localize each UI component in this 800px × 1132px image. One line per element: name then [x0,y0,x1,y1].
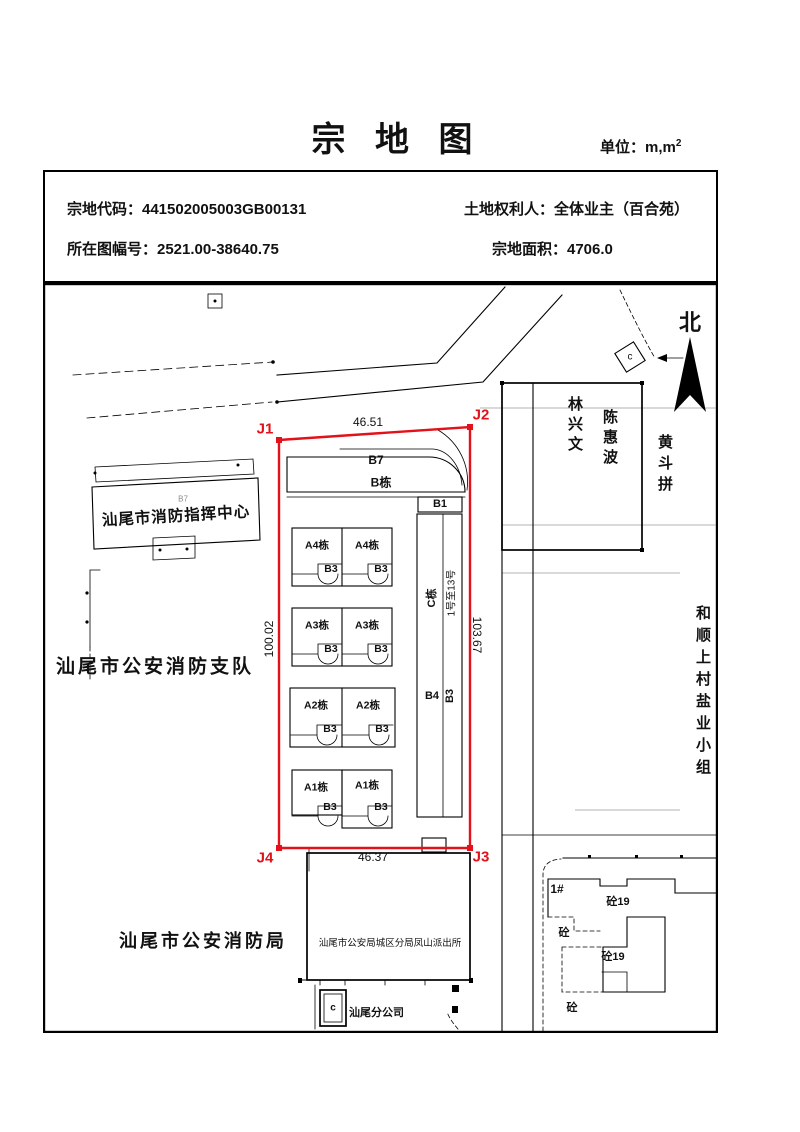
fire-command-building [91,458,261,561]
map-drawing [43,283,718,1033]
label-marker-c-road: c [627,351,633,363]
label-a3-right: A3栋 [355,619,379,632]
label-a2-left-b3: B3 [323,723,337,735]
parcel-area: 宗地面积：4706.0 [492,241,613,258]
label-police-station: 汕尾市公安局城区分局凤山派出所 [318,938,462,949]
parcel-boundary [276,424,473,851]
label-building-1: 1# [550,882,564,896]
point-j1: J1 [256,420,274,438]
police-station-block [306,848,471,981]
building-a2-pair [289,687,396,748]
label-a3-right-b3: B3 [374,643,388,655]
label-chen-hui-bo: 陈惠波 [601,409,618,469]
north-arrow [674,337,706,412]
label-b7: B7 [368,453,384,467]
label-lin-xing-wen: 林兴文 [566,396,583,456]
page-title: 宗 地 图 [311,121,483,159]
label-b4: B4 [424,690,440,702]
label-huang-dou-pin: 黄斗拼 [656,434,673,497]
label-north: 北 [678,310,702,335]
label-a4-right-b3: B3 [374,563,388,575]
label-a1-left-b3: B3 [323,801,337,813]
dim-right: 103.67 [470,616,484,654]
survey-marker-square [207,293,223,309]
building-a1-pair [291,769,393,829]
curved-road-dashed [614,289,684,373]
label-a1-left: A1栋 [304,781,328,794]
point-j2: J2 [472,406,490,424]
label-a3-left-b3: B3 [324,643,338,655]
label-c-range: 1号至13号 [446,569,458,617]
label-tong-b: 砼 [566,1002,578,1014]
label-a1-right: A1栋 [355,779,379,792]
label-fire-bureau: 汕尾市公安消防局 [119,931,287,951]
rights-holder: 土地权利人：全体业主（百合苑） [464,201,690,218]
label-marker-c-branch: c [330,1002,336,1014]
point-j4: J4 [256,849,274,867]
label-tong19-b: 砼19 [601,951,625,963]
branch-office-strip [298,978,473,1030]
label-b1: B1 [432,498,448,510]
label-a1-right-b3: B3 [374,801,388,813]
label-a2-left: A2栋 [304,699,328,712]
label-a2-right: A2栋 [356,699,380,712]
unit-superscript: 2 [675,138,682,149]
label-a3-left: A3栋 [305,619,329,632]
road-lines [72,286,563,419]
label-fire-brigade: 汕尾市公安消防支队 [55,656,255,678]
dim-left: 100.02 [262,620,276,658]
label-tong19-a: 砼19 [606,896,630,908]
label-a4-left-b3: B3 [324,563,338,575]
dim-top: 46.51 [352,415,384,429]
label-fire-command-small: B7 [178,494,188,504]
parcel-info-box: 宗地代码：441502005003GB00131 土地权利人：全体业主（百合苑）… [43,170,718,283]
parcel-code: 宗地代码：441502005003GB00131 [67,201,307,218]
unit-label: 单位：m,m [600,139,676,156]
reference-lines [480,407,716,811]
unit-note: 单位：m,m2 [600,136,681,157]
label-b3-col: B3 [444,688,456,704]
west-wall-fragment [85,569,101,681]
label-a4-left: A4栋 [305,539,329,552]
building-c-block [416,496,463,818]
dim-bottom: 46.37 [357,850,389,864]
building-a3-pair [291,607,393,667]
building-a4-pair [291,527,393,587]
label-salt-group: 和顺上村盐业小组 [694,605,711,781]
label-b-dong: B栋 [370,475,392,490]
map-area: J1 J2 J3 J4 46.51 46.37 100.02 103.67 B7… [43,283,718,1033]
southeast-block [542,855,717,1032]
map-sheet: 所在图幅号：2521.00-38640.75 [67,241,279,258]
map-border [43,283,718,1033]
point-j3: J3 [472,848,490,866]
label-branch-company: 汕尾分公司 [349,1007,404,1019]
east-road-lines [501,382,534,1032]
label-a2-right-b3: B3 [375,723,389,735]
label-a4-right: A4栋 [355,539,379,552]
label-c-dong: C栋 [426,588,438,608]
building-b-block [286,429,468,498]
label-tong-a: 砼 [558,927,570,939]
column-foot-box [421,837,447,853]
